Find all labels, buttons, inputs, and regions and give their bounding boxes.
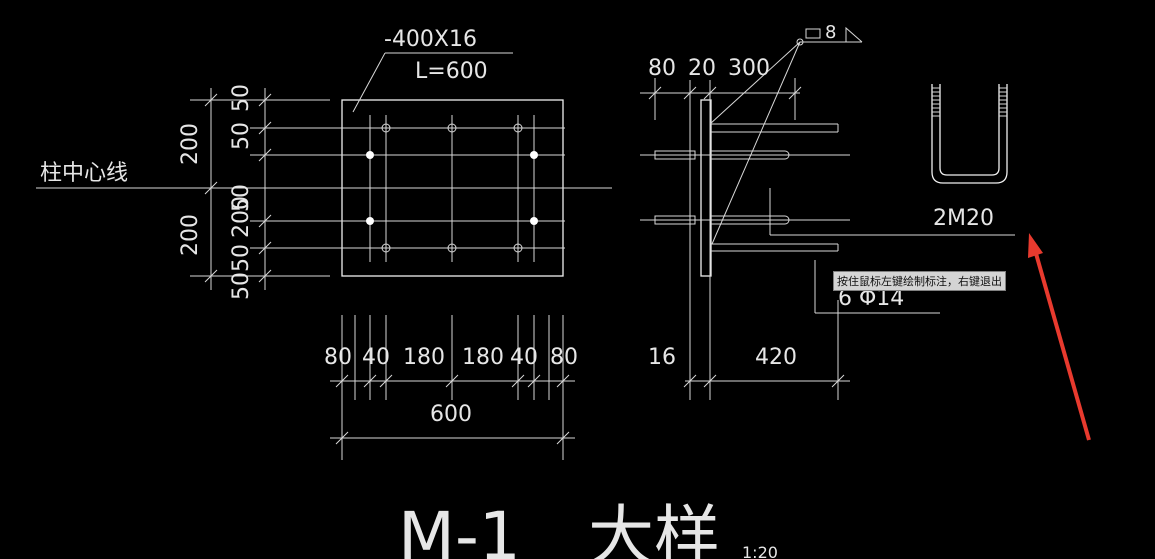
drawing-title: M-1 [398,498,521,559]
command-tooltip: 按住鼠标左键绘制标注，右键退出 [833,271,1006,291]
side-dim-1: 80 [648,56,676,81]
vdim-1: 50 [229,84,254,112]
bolt-label: 2M20 [933,206,994,231]
drawing-title-cn: 大样 [588,498,720,559]
vdim-3: 200 [178,123,203,165]
u-bolt-detail [931,84,1008,184]
vdim-4: 50 [229,184,254,212]
hdim-4: 180 [462,345,504,370]
side-dim-2: 20 [688,56,716,81]
side-view [640,26,1015,400]
vdim-6: 200 [178,214,203,256]
plate-leader [352,52,386,113]
vdim-8: 50 [229,272,254,300]
vertical-dimension-lines [190,88,330,290]
hdim-3: 180 [403,345,445,370]
hdim-1: 80 [324,345,352,370]
bottom-dimension-lines [330,315,575,460]
hdim-total: 600 [430,402,472,427]
side-dim-420: 420 [755,345,797,370]
hdim-6: 80 [550,345,578,370]
red-arrow-annotation [1028,233,1091,441]
drawing-scale: 1:20 [742,543,778,559]
side-dim-16: 16 [648,345,676,370]
hdim-2: 40 [362,345,390,370]
column-center-label: 柱中心线 [40,161,128,186]
vdim-5: 200 [229,196,254,238]
plate-length-label: L=600 [415,59,488,84]
plate-size-label: -400X16 [384,27,477,52]
weld-size: 8 [825,22,836,43]
vdim-7: 50 [229,244,254,272]
plate-holes [366,123,538,253]
side-dim-3: 300 [728,56,770,81]
vdim-2: 50 [229,122,254,150]
hdim-5: 40 [510,345,538,370]
